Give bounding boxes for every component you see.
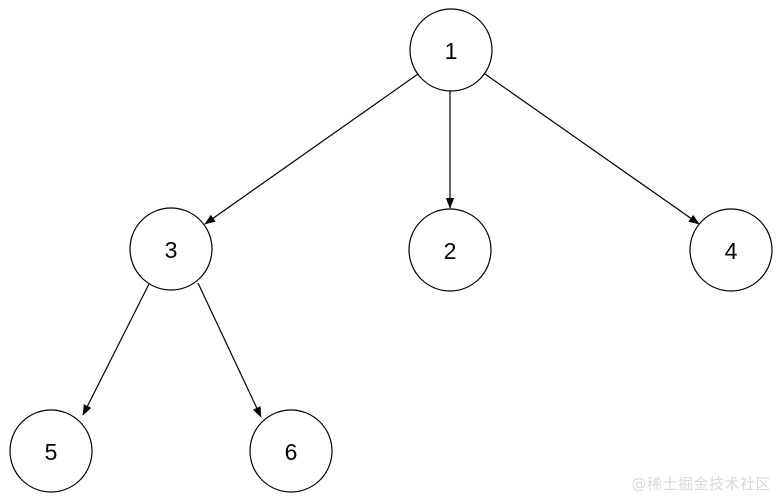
edge-3-to-5 bbox=[82, 283, 150, 416]
node-3[interactable]: 3 bbox=[129, 207, 213, 291]
node-4[interactable]: 4 bbox=[689, 208, 773, 292]
edges-group bbox=[82, 73, 700, 418]
nodes-group: 1 3 2 4 5 6 bbox=[9, 8, 773, 493]
watermark-text: @稀土掘金技术社区 bbox=[631, 475, 771, 493]
edge-1-to-3 bbox=[204, 73, 419, 225]
node-5[interactable]: 5 bbox=[9, 409, 93, 493]
node-2[interactable]: 2 bbox=[408, 208, 492, 292]
node-1[interactable]: 1 bbox=[409, 8, 493, 92]
node-4-label: 4 bbox=[725, 238, 738, 264]
node-2-circle[interactable] bbox=[408, 208, 492, 292]
edge-1-to-4 bbox=[484, 73, 700, 225]
node-5-circle[interactable] bbox=[9, 409, 93, 493]
node-6[interactable]: 6 bbox=[249, 409, 333, 493]
node-2-label: 2 bbox=[444, 238, 457, 264]
node-3-label: 3 bbox=[165, 237, 178, 263]
node-6-label: 6 bbox=[285, 439, 298, 465]
node-1-circle[interactable] bbox=[409, 8, 493, 92]
node-5-label: 5 bbox=[45, 439, 58, 465]
node-4-circle[interactable] bbox=[689, 208, 773, 292]
node-3-circle[interactable] bbox=[129, 207, 213, 291]
node-6-circle[interactable] bbox=[249, 409, 333, 493]
node-1-label: 1 bbox=[445, 38, 458, 64]
edge-3-to-6 bbox=[197, 282, 262, 418]
